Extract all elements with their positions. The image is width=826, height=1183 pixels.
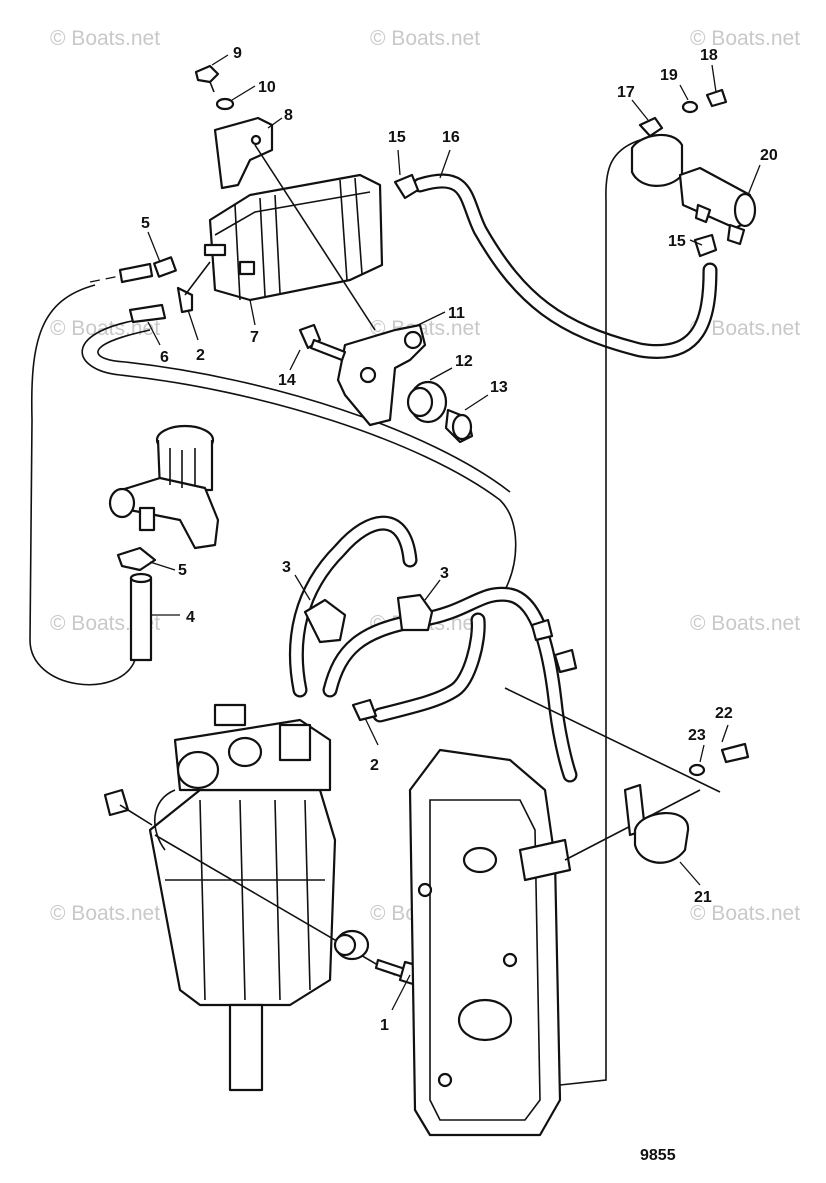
watermark-text: © Boats.net: [370, 27, 480, 50]
callout-6: 6: [160, 349, 169, 366]
figure-number: 9855: [640, 1147, 676, 1164]
callout-17: 17: [617, 84, 635, 101]
callout-23: 23: [688, 727, 706, 744]
fuel-supply-module: [148, 703, 337, 1092]
callout-15-right: 15: [668, 233, 686, 250]
watermark-text: © Boats.net: [50, 27, 160, 50]
adapter-20: [678, 166, 757, 246]
grommet-12: [406, 380, 448, 424]
callout-5-upper: 5: [141, 215, 150, 232]
clamp-right-lower: [553, 648, 578, 674]
callout-16: 16: [442, 129, 460, 146]
callout-5-lower: 5: [178, 562, 187, 579]
callout-15-upper: 15: [388, 129, 406, 146]
watermark-text: © Boats.net: [50, 902, 160, 925]
callout-1: 1: [380, 1017, 389, 1034]
callout-8: 8: [284, 107, 293, 124]
clamp-3-left: [303, 598, 347, 644]
hose-end-upper: [118, 262, 154, 284]
screw-18: [705, 88, 728, 108]
vent-hose-outline-b: [97, 329, 511, 493]
callout-13: 13: [490, 379, 508, 396]
callout-2-lower: 2: [370, 757, 379, 774]
clamp-5-lower: [116, 546, 157, 572]
leader-lines: [147, 54, 761, 1011]
callout-12: 12: [455, 353, 473, 370]
vent-line-left: [29, 284, 136, 686]
washer-23: [688, 763, 706, 777]
callout-7: 7: [250, 329, 259, 346]
vent-line-right: [559, 139, 641, 1086]
watermark-text: © Boats.net: [690, 27, 800, 50]
callout-20: 20: [760, 147, 778, 164]
watermark-text: © Boats.net: [690, 317, 800, 340]
callout-3-right: 3: [440, 565, 449, 582]
fitting-2-top: [176, 286, 194, 314]
clamp-2-lower: [351, 698, 378, 722]
vent-hose-outline-a: [81, 317, 517, 591]
fuel-vapor-canister: [203, 173, 384, 302]
screw-22: [720, 742, 750, 764]
watermark-text: © Boats.net: [690, 902, 800, 925]
clamp-5-top: [153, 256, 177, 278]
callout-21: 21: [694, 889, 712, 906]
bracket-21: [623, 783, 690, 864]
bracket-8: [213, 116, 274, 190]
leader-bracket-line: [254, 144, 376, 331]
clamp-3-right: [396, 593, 434, 632]
hose-4: [129, 572, 153, 662]
callout-2-upper: 2: [196, 347, 205, 364]
callout-14: 14: [278, 372, 296, 389]
watermark-text: © Boats.net: [690, 612, 800, 635]
callout-18: 18: [700, 47, 718, 64]
grommet-1: [333, 929, 370, 961]
dash-fitting: [184, 261, 211, 296]
callout-22: 22: [715, 705, 733, 722]
callout-11: 11: [448, 305, 465, 322]
clamp-15-top: [393, 173, 420, 200]
clamp-right-upper: [530, 618, 554, 642]
hose-end-lower: [128, 303, 167, 324]
fuel-valve-assembly: [108, 424, 220, 550]
bracket-11: [336, 323, 427, 427]
callout-19: 19: [660, 67, 678, 84]
bushing-13: [444, 408, 474, 444]
screw-14: [298, 323, 347, 362]
callout-10: 10: [258, 79, 276, 96]
callouts: 1 2 2 3 3 4 5 5 6 7 8 9 10 11 12 13 14 1…: [141, 45, 778, 1034]
bolt-upper-left: [103, 788, 130, 817]
callout-9: 9: [233, 45, 242, 62]
clamp-17: [630, 116, 684, 187]
engine-block-section: [408, 748, 572, 1137]
callout-3-left: 3: [282, 559, 291, 576]
clamp-15-right: [693, 233, 718, 258]
bracket-21-leader-line: [504, 687, 721, 793]
washer-19: [681, 100, 699, 114]
screw-9: [194, 64, 220, 93]
washer-10: [215, 97, 235, 111]
callout-4: 4: [186, 609, 195, 626]
